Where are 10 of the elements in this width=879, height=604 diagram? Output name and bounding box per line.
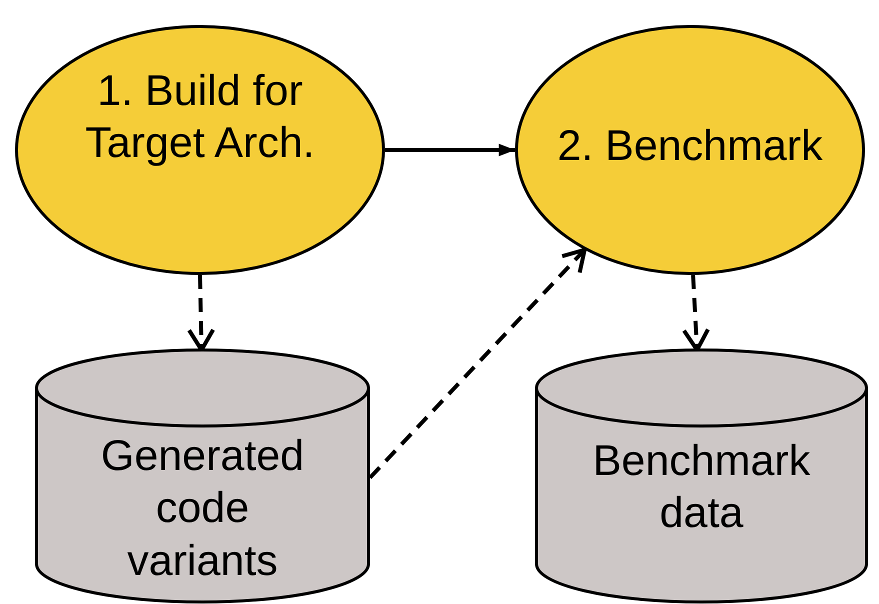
node-label: 1. Build for Target Arch. xyxy=(84,66,316,170)
node-label: Generated code variants xyxy=(100,431,306,587)
dashed-arrow xyxy=(368,248,587,480)
node-label: 2. Benchmark xyxy=(556,121,824,172)
database-cylinder xyxy=(535,350,868,602)
database-cylinder xyxy=(35,350,370,602)
process-ellipse xyxy=(515,25,865,275)
process-ellipse xyxy=(15,25,385,275)
node-label: Benchmark data xyxy=(592,436,812,540)
arrow xyxy=(385,144,515,156)
